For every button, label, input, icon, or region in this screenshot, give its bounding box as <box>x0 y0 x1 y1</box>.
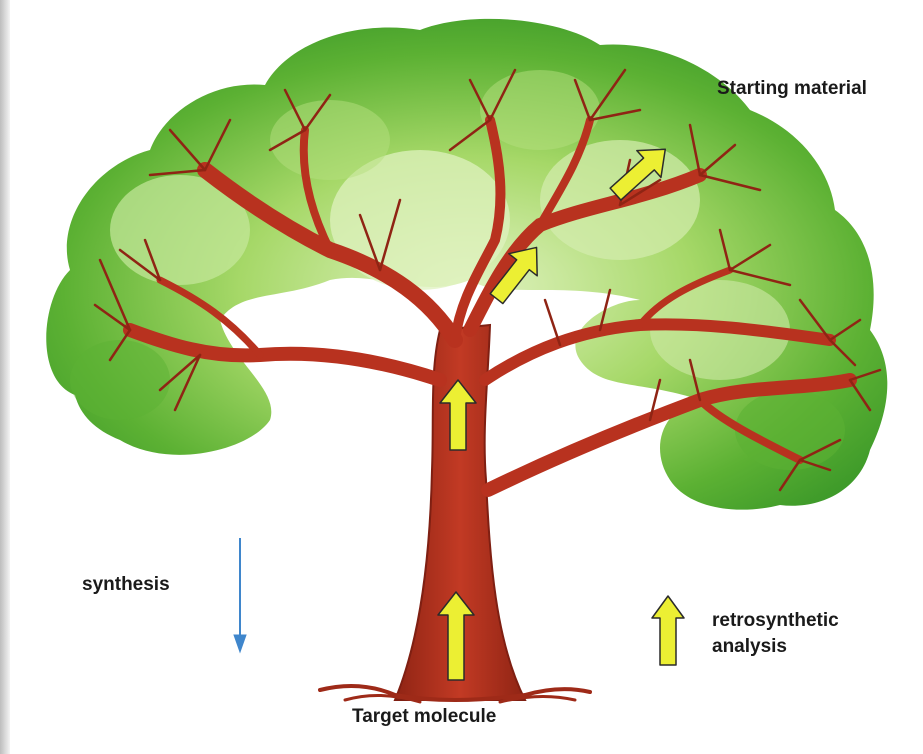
target-molecule-label: Target molecule <box>352 706 496 728</box>
up-arrow-icon <box>652 596 684 665</box>
analysis-label: analysis <box>712 636 787 658</box>
down-arrow-icon <box>234 538 246 652</box>
retrosynthetic-label: retrosynthetic <box>712 610 839 632</box>
starting-material-label: Starting material <box>717 78 867 100</box>
synthesis-label: synthesis <box>82 574 170 596</box>
